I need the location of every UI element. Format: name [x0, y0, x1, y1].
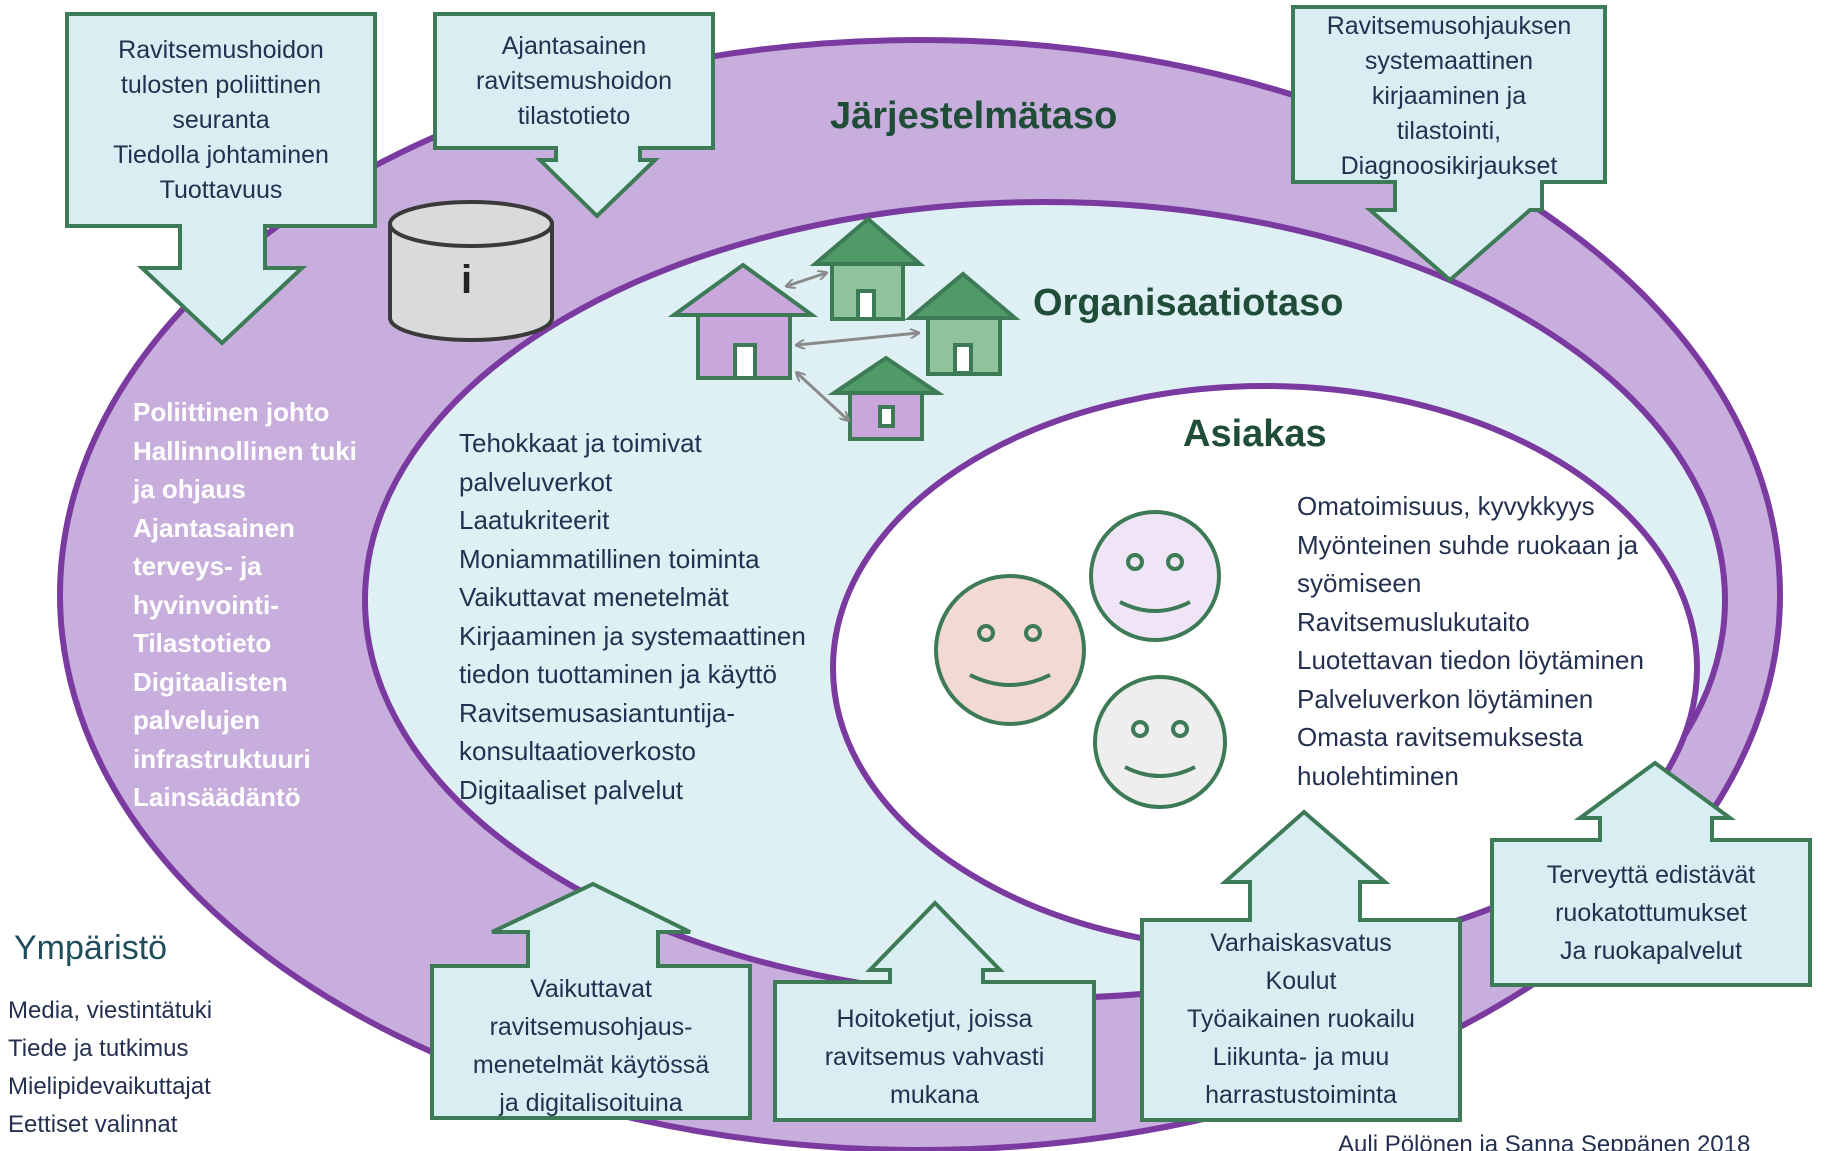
top-callout-1	[65, 12, 377, 346]
organization-item: Ravitsemusasiantuntija-	[459, 697, 736, 728]
client-item: syömiseen	[1297, 568, 1422, 598]
callout-line: Tuottavuus	[159, 176, 283, 204]
client-level-title: Asiakas	[1183, 413, 1327, 455]
house-icon-green-1	[809, 216, 926, 321]
callout-line: ja digitalisoituina	[499, 1089, 683, 1117]
client-level-list: Omatoimisuus, kyvykkyys Myönteinen suhde…	[1297, 487, 1644, 795]
database-label: i	[461, 258, 473, 302]
house-icon-green-2	[904, 271, 1021, 376]
organization-level-title: Organisaatiotaso	[1033, 282, 1344, 324]
environment-item: Mielipidevaikuttajat	[8, 1073, 211, 1100]
environment-item: Media, viestintätuki	[8, 997, 213, 1024]
system-level-list: Poliittinen johto Hallinnollinen tuki ja…	[133, 393, 357, 817]
organization-item: palveluverkot	[459, 466, 613, 497]
callout-line: Ravitsemushoidon	[118, 36, 324, 64]
system-item: hyvinvointi-	[133, 589, 279, 620]
callout-line: tilastointi,	[1396, 117, 1502, 145]
smiley-icon-pink	[934, 574, 1086, 726]
callout-line: mukana	[890, 1081, 979, 1109]
organization-item: Kirjaaminen ja systemaattinen	[459, 620, 806, 651]
system-item: terveys- ja	[133, 551, 262, 581]
organization-item: Laatukriteerit	[459, 505, 610, 535]
bottom-callout-3	[1140, 809, 1462, 1122]
top-callout-2	[433, 12, 715, 219]
system-item: Tilastotieto	[133, 628, 272, 658]
callout-line: Liikunta- ja muu	[1212, 1043, 1390, 1071]
callout-line: Terveyttä edistävät	[1546, 861, 1756, 889]
organization-item: Digitaaliset palvelut	[459, 774, 684, 805]
callout-line: Ajantasainen	[501, 32, 647, 60]
client-item: Palveluverkon löytäminen	[1297, 683, 1594, 714]
callout-line: Tiedolla johtaminen	[113, 141, 329, 169]
client-item: Myönteinen suhde ruokaan ja	[1297, 529, 1639, 560]
environment-title: Ympäristö	[14, 929, 168, 967]
system-item: infrastruktuuri	[133, 743, 311, 774]
client-item: huolehtiminen	[1297, 760, 1459, 791]
callout-line: Koulut	[1265, 967, 1337, 995]
callout-line: tulosten poliittinen	[120, 71, 322, 99]
smiley-icon-lavender	[1089, 510, 1221, 642]
callout-line: kirjaaminen ja	[1371, 82, 1527, 110]
organization-item: Vaikuttavat menetelmät	[459, 582, 729, 612]
system-item: ja ohjaus	[133, 474, 246, 504]
bottom-callout-2	[773, 900, 1096, 1122]
callout-line: ruokatottumukset	[1555, 899, 1747, 927]
system-level-title: Järjestelmätaso	[830, 95, 1118, 137]
callout-line: Työaikainen ruokailu	[1187, 1005, 1415, 1033]
system-item: Digitaalisten	[133, 666, 288, 697]
organization-level-list: Tehokkaat ja toimivat palveluverkot Laat…	[459, 424, 806, 809]
environment-list: Media, viestintätuki Tiede ja tutkimus M…	[8, 992, 212, 1144]
callout-line: menetelmät käytössä	[472, 1051, 710, 1079]
system-item: Poliittinen johto	[133, 397, 330, 427]
top-callout-2-text: Ajantasainen ravitsemushoidon tilastotie…	[435, 29, 713, 134]
bottom-callout-4-shape	[1490, 760, 1812, 987]
system-item: Lainsäädäntö	[133, 782, 301, 812]
callout-line: ravitsemus vahvasti	[824, 1043, 1045, 1071]
callout-line: tilastotieto	[517, 102, 631, 130]
top-callout-3-text: Ravitsemusohjauksen systemaattinen kirja…	[1293, 9, 1605, 184]
top-callout-3	[1291, 5, 1607, 283]
client-item: Omasta ravitsemuksesta	[1297, 722, 1584, 752]
bottom-callout-2-text: Hoitoketjut, joissa ravitsemus vahvasti …	[775, 1000, 1094, 1114]
callout-line: harrastustoiminta	[1205, 1081, 1397, 1109]
callout-line: seuranta	[172, 106, 270, 134]
environment-item: Tiede ja tutkimus	[8, 1035, 189, 1062]
organization-item: tiedon tuottaminen ja käyttö	[459, 659, 777, 689]
bottom-callout-1	[430, 881, 752, 1120]
house-connector-arrows	[787, 273, 918, 420]
house-icon-purple-small	[827, 355, 945, 441]
callout-line: Vaikuttavat	[530, 975, 652, 1003]
client-item: Omatoimisuus, kyvykkyys	[1297, 491, 1595, 521]
callout-line: ravitsemushoidon	[476, 67, 672, 95]
callout-line: Ravitsemusohjauksen	[1326, 12, 1572, 40]
organization-item: Tehokkaat ja toimivat	[459, 428, 702, 458]
organization-item: Moniammatillinen toiminta	[459, 543, 760, 574]
client-item: Ravitsemuslukutaito	[1297, 606, 1530, 637]
callout-line: Hoitoketjut, joissa	[836, 1005, 1033, 1033]
callout-line: Ja ruokapalvelut	[1559, 937, 1743, 965]
smiley-icon-gray	[1093, 675, 1227, 809]
system-item: Ajantasainen	[133, 512, 295, 543]
top-callout-1-text: Ravitsemushoidon tulosten poliittinen se…	[67, 33, 375, 208]
database-icon	[388, 200, 554, 342]
client-item: Luotettavan tiedon löytäminen	[1297, 645, 1644, 675]
author-credit: Auli Pölönen ja Sanna Seppänen 2018	[1338, 1131, 1751, 1151]
callout-line: ravitsemusohjaus-	[489, 1013, 693, 1041]
callout-line: systemaattinen	[1364, 47, 1534, 75]
organization-item: konsultaatioverkosto	[459, 736, 697, 766]
callout-line: Diagnoosikirjaukset	[1340, 152, 1558, 180]
house-icon-purple-large	[667, 262, 819, 380]
bottom-callout-4-text: Terveyttä edistävät ruokatottumukset Ja …	[1492, 856, 1810, 970]
system-item: palvelujen	[133, 705, 261, 735]
environment-item: Eettiset valinnat	[8, 1111, 178, 1138]
callout-line: Varhaiskasvatus	[1210, 929, 1392, 957]
bottom-callout-3-text: Varhaiskasvatus Koulut Työaikainen ruoka…	[1142, 924, 1460, 1114]
bottom-callout-1-text: Vaikuttavat ravitsemusohjaus- menetelmät…	[432, 970, 750, 1122]
system-item: Hallinnollinen tuki	[133, 435, 357, 466]
